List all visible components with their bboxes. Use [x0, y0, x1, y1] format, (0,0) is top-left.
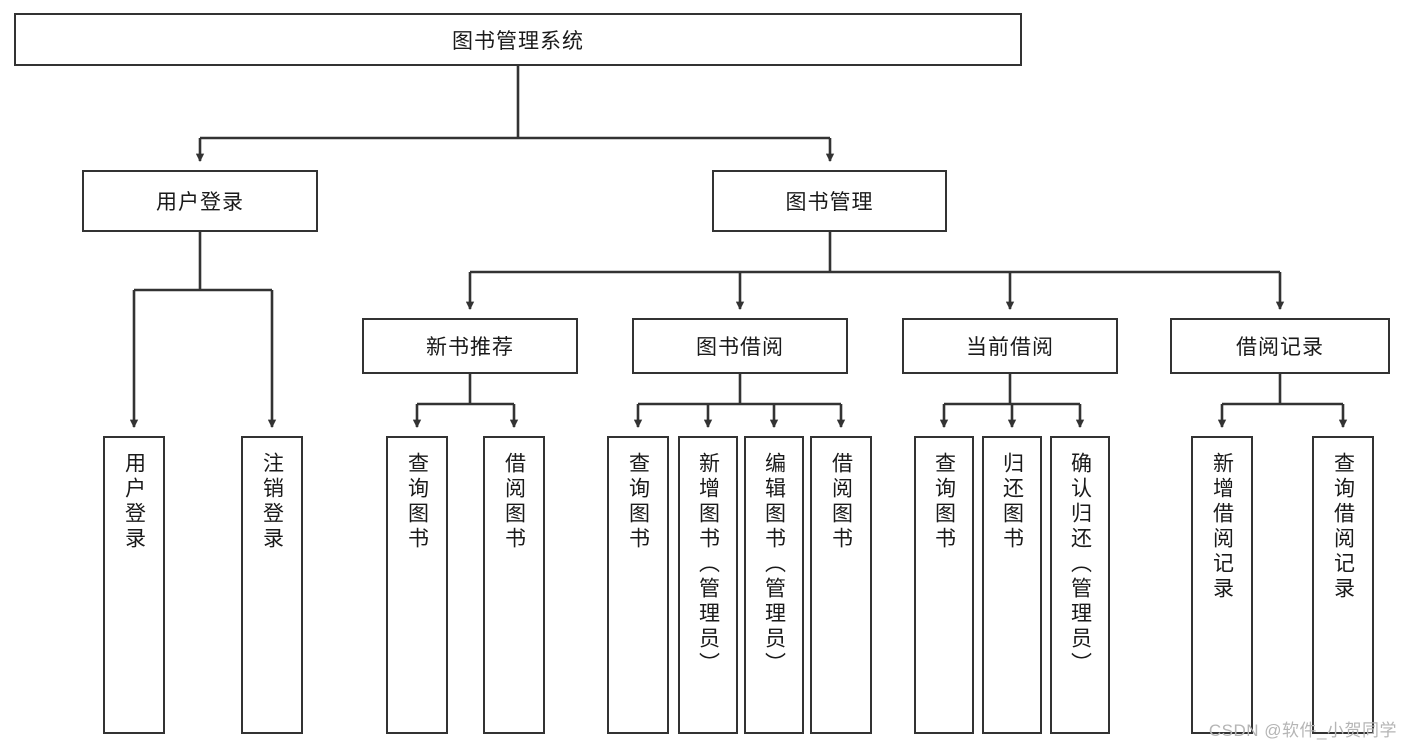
node-borrow-record-label: 借阅记录: [1236, 336, 1324, 359]
node-leaf-logout-login-label: 注销登录: [260, 452, 284, 552]
node-leaf-confirm-return-admin[interactable]: 确认归还（管理员）: [1050, 436, 1110, 734]
node-leaf-query-book-2-label: 查询图书: [626, 452, 650, 552]
node-user-login-label: 用户登录: [156, 191, 244, 214]
node-root[interactable]: 图书管理系统: [14, 13, 1022, 66]
node-current-borrow[interactable]: 当前借阅: [902, 318, 1118, 374]
node-leaf-user-login[interactable]: 用户登录: [103, 436, 165, 734]
node-leaf-logout-login[interactable]: 注销登录: [241, 436, 303, 734]
node-leaf-query-book-2[interactable]: 查询图书: [607, 436, 669, 734]
node-leaf-add-book-admin-label: 新增图书（管理员）: [696, 452, 720, 677]
node-book-manage[interactable]: 图书管理: [712, 170, 947, 232]
node-new-book-recommend-label: 新书推荐: [426, 336, 514, 359]
node-leaf-query-borrow-record[interactable]: 查询借阅记录: [1312, 436, 1374, 734]
node-leaf-edit-book-admin[interactable]: 编辑图书（管理员）: [744, 436, 804, 734]
node-book-manage-label: 图书管理: [785, 191, 874, 214]
node-leaf-return-book[interactable]: 归还图书: [982, 436, 1042, 734]
node-borrow-record[interactable]: 借阅记录: [1170, 318, 1390, 374]
node-leaf-add-borrow-record-label: 新增借阅记录: [1210, 452, 1234, 602]
node-current-borrow-label: 当前借阅: [966, 336, 1054, 359]
node-new-book-recommend[interactable]: 新书推荐: [362, 318, 578, 374]
node-leaf-query-book-1[interactable]: 查询图书: [386, 436, 448, 734]
node-leaf-confirm-return-admin-label: 确认归还（管理员）: [1068, 452, 1092, 677]
node-leaf-borrow-book-1-label: 借阅图书: [502, 452, 526, 552]
node-book-borrow[interactable]: 图书借阅: [632, 318, 848, 374]
node-user-login[interactable]: 用户登录: [82, 170, 318, 232]
node-leaf-borrow-book-2[interactable]: 借阅图书: [810, 436, 872, 734]
node-leaf-borrow-book-2-label: 借阅图书: [829, 452, 853, 552]
node-leaf-query-book-3[interactable]: 查询图书: [914, 436, 974, 734]
node-leaf-query-borrow-record-label: 查询借阅记录: [1331, 452, 1355, 602]
node-leaf-query-book-3-label: 查询图书: [932, 452, 956, 552]
node-leaf-edit-book-admin-label: 编辑图书（管理员）: [762, 452, 786, 677]
node-leaf-return-book-label: 归还图书: [1000, 452, 1024, 552]
node-leaf-query-book-1-label: 查询图书: [405, 452, 429, 552]
node-root-label: 图书管理系统: [452, 29, 584, 53]
node-leaf-add-book-admin[interactable]: 新增图书（管理员）: [678, 436, 738, 734]
node-leaf-user-login-label: 用户登录: [122, 452, 146, 552]
node-leaf-add-borrow-record[interactable]: 新增借阅记录: [1191, 436, 1253, 734]
node-leaf-borrow-book-1[interactable]: 借阅图书: [483, 436, 545, 734]
node-book-borrow-label: 图书借阅: [696, 336, 784, 359]
